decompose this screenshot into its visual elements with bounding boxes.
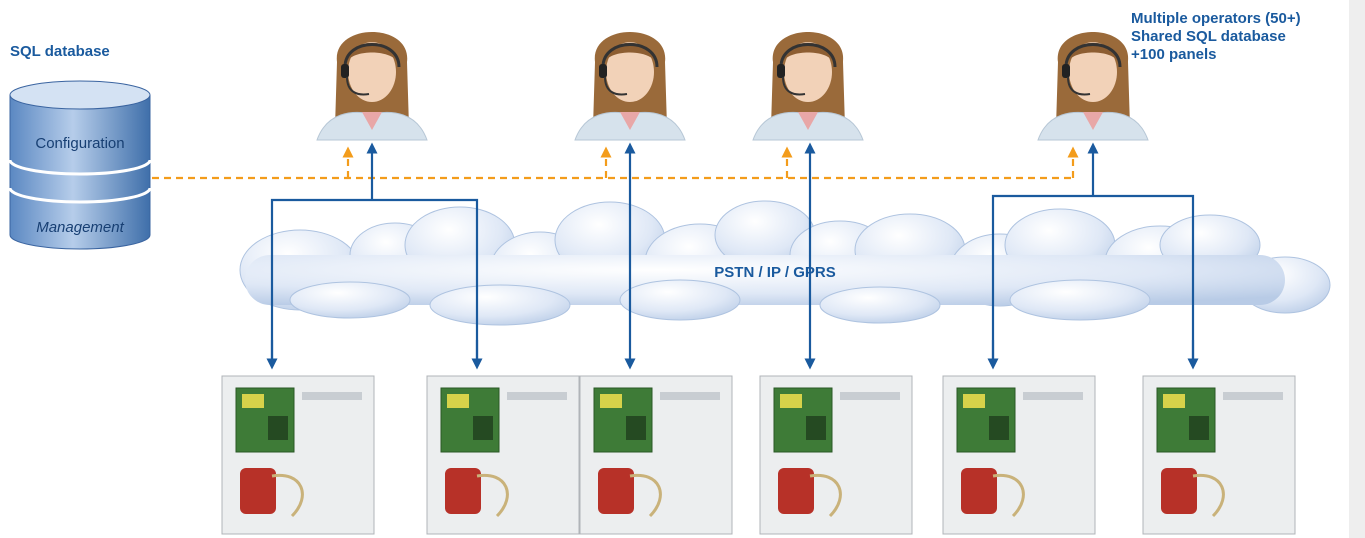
operator-headset-icon — [1037, 32, 1149, 141]
database-layer-configuration: Configuration — [35, 135, 124, 152]
database-icon: Configuration Management — [8, 80, 152, 250]
database-title: SQL database — [10, 43, 110, 60]
control-panel-icon — [579, 375, 733, 535]
panels-group — [221, 375, 1296, 535]
operator-headset-icon — [574, 32, 686, 141]
note-shared-database: Shared SQL database — [1131, 28, 1286, 45]
control-panel-icon — [942, 375, 1096, 535]
note-panels: +100 panels — [1131, 46, 1217, 63]
control-panel-icon — [1142, 375, 1296, 535]
operators-group — [316, 32, 1149, 141]
operator-headset-icon — [316, 32, 428, 141]
control-panel-icon — [221, 375, 375, 535]
control-panel-icon — [426, 375, 580, 535]
network-label: PSTN / IP / GPRS — [714, 264, 835, 281]
network-link — [270, 198, 479, 360]
network-cloud — [239, 200, 1331, 326]
note-operators: Multiple operators (50+) — [1131, 10, 1301, 27]
operator-headset-icon — [752, 32, 864, 141]
feature-notes: Multiple operators (50+) Shared SQL data… — [1131, 10, 1331, 64]
database-layer-management: Management — [36, 219, 124, 236]
page-edge — [1349, 0, 1365, 538]
links-group — [152, 142, 1199, 370]
control-panel-icon — [759, 375, 913, 535]
